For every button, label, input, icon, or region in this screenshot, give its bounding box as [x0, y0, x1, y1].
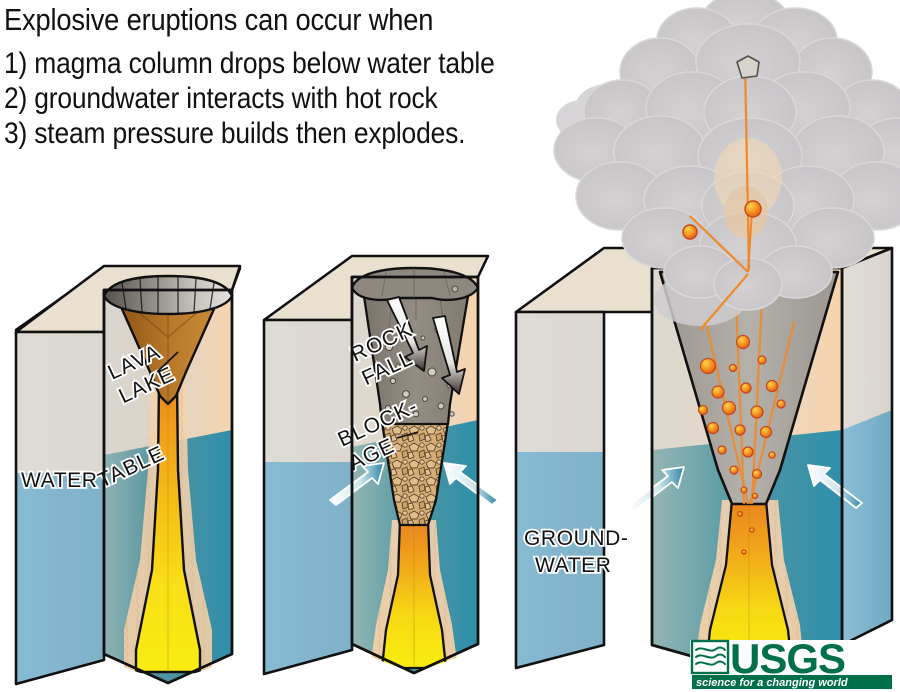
- panel-rockfall-blockage: ROCK FALL BLOCK- AGE: [262, 254, 499, 676]
- groundwater-arrow-left-p3: [627, 466, 685, 512]
- panel1-side-face: [14, 330, 106, 686]
- title-step-2: 2) groundwater interacts with hot rock: [4, 82, 438, 115]
- ejected-block: [736, 55, 760, 79]
- panel-explosive-eruption: GROUND- WATER: [514, 246, 894, 674]
- usgs-wordmark: USGS: [730, 635, 845, 682]
- panel3-side-face: [514, 310, 606, 670]
- leader-line-blockage: [396, 431, 419, 439]
- page-title: Explosive eruptions can occur when: [4, 2, 434, 37]
- title-step-1: 1) magma column drops below water table: [4, 47, 495, 80]
- rockfall-arrow-right: [432, 315, 466, 395]
- panel2-side-face: [262, 318, 354, 676]
- leader-line-lava-lake: [156, 351, 179, 373]
- groundwater-arrow-right-p3: [807, 464, 863, 509]
- panel-lava-lake: LAVA LAKE TABLE WATER: [14, 264, 242, 686]
- panel3-ejecta-in-vent: [697, 334, 786, 555]
- panel3-labels: GROUND- WATER: [522, 525, 630, 579]
- panel1-crater-rim: [102, 274, 234, 316]
- label-groundwater-line1: GROUND-: [524, 527, 629, 550]
- usgs-wave-icon: [695, 646, 726, 666]
- ballistic-bombs: [682, 200, 762, 240]
- title-block: Explosive eruptions can occur when 1) ma…: [4, 0, 644, 151]
- usgs-logo: USGS science for a changing world: [690, 635, 892, 689]
- title-step-3: 3) steam pressure builds then explodes.: [4, 117, 466, 150]
- rockfall-arrow-left: [386, 296, 428, 372]
- eruption-plume: [553, 0, 900, 331]
- label-groundwater-line2: WATER: [535, 554, 612, 577]
- panel2-crater-rim: [350, 266, 480, 302]
- groundwater-arrow-right-p2: [443, 462, 499, 506]
- ballistic-trajectory-lines-plume: [689, 61, 754, 331]
- panel1-lava-lake: [116, 298, 220, 406]
- usgs-tagline: science for a changing world: [696, 677, 848, 689]
- label-water: WATER: [21, 469, 98, 492]
- groundwater-arrow-left-p2: [329, 462, 385, 506]
